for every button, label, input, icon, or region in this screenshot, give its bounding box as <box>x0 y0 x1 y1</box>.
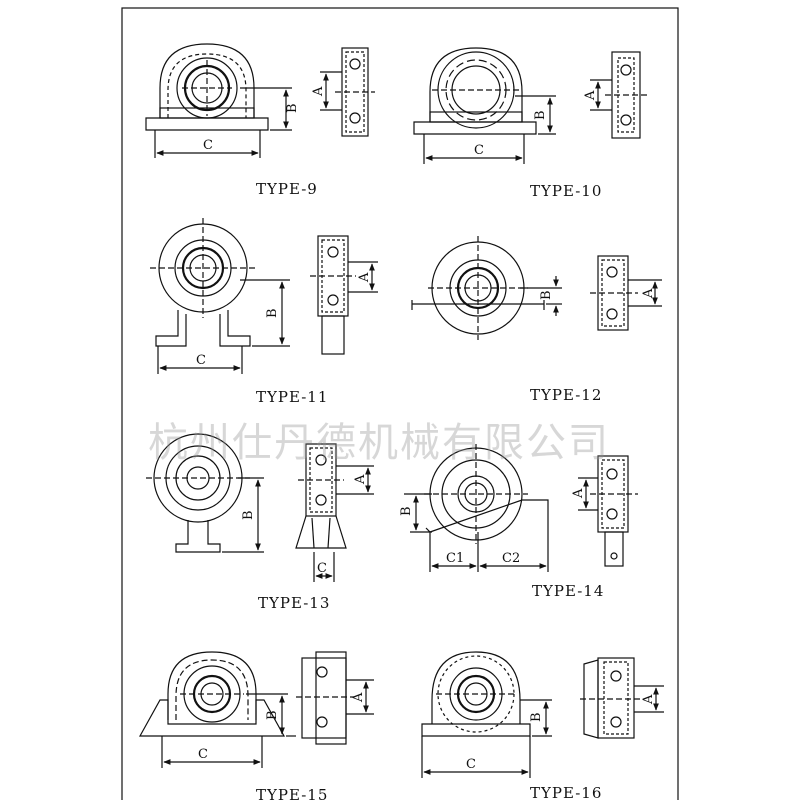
dim-label: A <box>311 86 326 97</box>
type-16-front-view <box>421 651 531 737</box>
dim-label: C <box>466 757 476 772</box>
type-15-side-view <box>296 651 374 745</box>
type-16-side-view <box>580 657 664 739</box>
type-14-dimensions <box>404 493 549 572</box>
dim-label: A <box>353 474 368 485</box>
type-12-front-view <box>411 236 545 340</box>
type-10-side-view <box>590 51 648 139</box>
caption-type-14: TYPE-14 <box>532 582 605 600</box>
type-11-front-view <box>150 218 256 347</box>
caption-type-12: TYPE-12 <box>530 386 603 404</box>
dim-label: C <box>317 561 327 576</box>
dim-label: A <box>571 488 586 499</box>
dim-label: B <box>529 712 544 722</box>
dim-label: A <box>351 692 366 703</box>
dim-label: B <box>285 103 300 113</box>
dim-label: A <box>357 272 372 283</box>
type-14-front-view <box>410 444 549 544</box>
dim-label: C <box>203 138 213 153</box>
type-13-dimensions <box>222 477 335 582</box>
type-13-side-view <box>295 443 374 549</box>
type-9-side-view <box>320 47 375 137</box>
dim-label: C <box>196 353 206 368</box>
type-11-side-view <box>310 235 378 355</box>
dim-label: C <box>474 143 484 158</box>
dim-label: B <box>399 506 414 516</box>
type-15-dimensions <box>161 693 296 768</box>
caption-type-11: TYPE-11 <box>256 388 329 406</box>
dim-label: B <box>533 110 548 120</box>
type-16-dimensions <box>421 699 552 778</box>
dim-label: B <box>265 308 280 318</box>
dim-label: A <box>583 90 598 101</box>
dim-label: A <box>641 694 656 705</box>
type-12-side-view <box>590 255 662 331</box>
dim-label: C <box>198 747 208 762</box>
type-11-dimensions <box>157 279 290 374</box>
type-12-dimensions <box>520 276 562 316</box>
caption-type-9: TYPE-9 <box>256 180 318 198</box>
type-9-front-view <box>145 43 269 131</box>
page-frame <box>121 7 679 804</box>
company-watermark: 杭州仕丹德机械有限公司 <box>148 420 610 466</box>
type-10-front-view <box>413 47 537 135</box>
dim-label: B <box>241 510 256 520</box>
caption-type-13: TYPE-13 <box>258 594 331 612</box>
dim-label: B <box>265 710 280 720</box>
type-10-dimensions <box>423 95 556 164</box>
caption-type-16: TYPE-16 <box>530 784 603 802</box>
dim-label: A <box>641 288 656 299</box>
type-14-side-view <box>578 455 638 567</box>
dim-label: C2 <box>502 551 520 566</box>
caption-type-15: TYPE-15 <box>256 786 329 804</box>
caption-type-10: TYPE-10 <box>530 182 603 200</box>
dim-label: B <box>539 290 554 300</box>
type-9-dimensions <box>154 87 292 158</box>
dim-label: C1 <box>446 551 464 566</box>
type-15-front-view <box>138 651 286 737</box>
